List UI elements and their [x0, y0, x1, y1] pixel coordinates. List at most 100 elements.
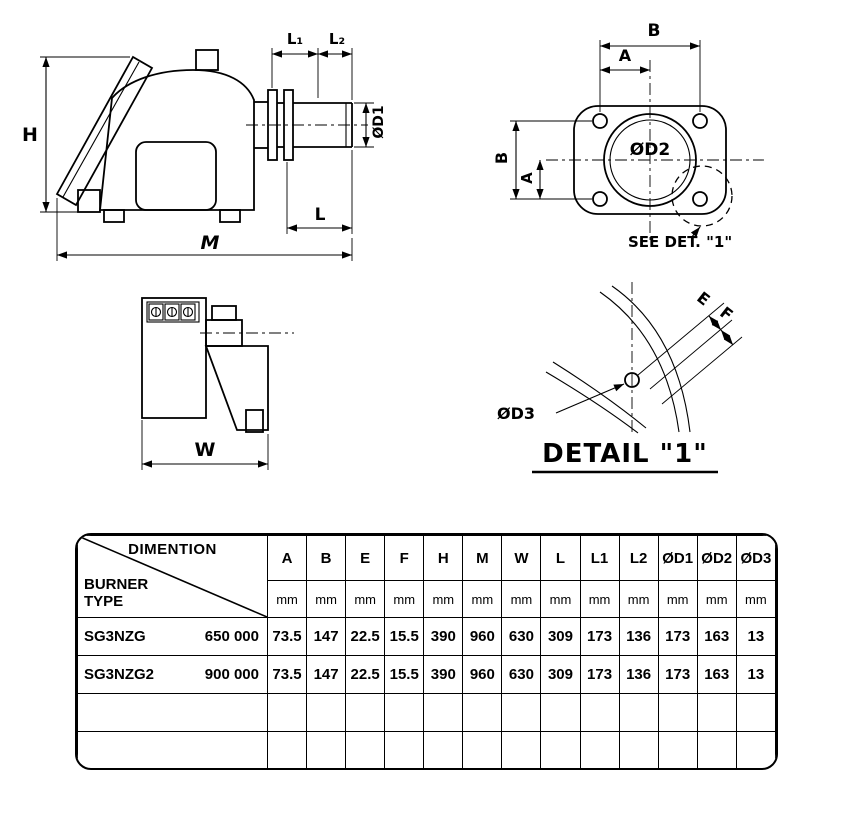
table-row: SG3NZG2 900 000 73.5 147 22.5 15.5 390 9… [77, 655, 776, 694]
detail-title: DETAIL "1" [542, 439, 708, 469]
burner-type-cell [77, 693, 268, 732]
unit-cell: mm [266, 580, 308, 618]
dim-label-e: E [693, 288, 713, 310]
hinge-bracket [77, 189, 101, 213]
tube-edge-arc [552, 361, 647, 429]
value-cell [540, 693, 581, 732]
dim-l: L [286, 150, 353, 234]
burner-type-cell [77, 731, 268, 768]
value-cell [696, 693, 737, 732]
value-cell [462, 693, 503, 732]
burner-type-cell: SG3NZG2 900 000 [77, 655, 268, 694]
side-view: H L₁ L₂ ØD1 L [22, 30, 387, 261]
bolt-hole [592, 113, 608, 129]
value-cell: 390 [423, 655, 464, 694]
value-cell [618, 731, 659, 768]
value-cell: 960 [462, 655, 503, 694]
hole-d3 [624, 372, 640, 388]
value-cell [501, 731, 542, 768]
column-header-a: A [266, 535, 308, 581]
value-cell [423, 693, 464, 732]
dim-label-m: M [201, 232, 220, 254]
unit-cell: mm [579, 580, 620, 618]
table-row: SG3NZG 650 000 73.5 147 22.5 15.5 390 96… [77, 617, 776, 656]
ignition-box [195, 49, 219, 71]
unit-cell: mm [306, 580, 347, 618]
burner-capacity: 650 000 [204, 628, 259, 645]
value-cell [696, 731, 737, 768]
detail-callout-leader [690, 226, 701, 239]
value-cell: 22.5 [345, 655, 386, 694]
unit-cell: mm [423, 580, 464, 618]
column-header-l: L [540, 535, 581, 581]
value-cell: 309 [540, 655, 581, 694]
value-cell: 13 [735, 617, 776, 656]
detail-callout-circle [671, 165, 733, 227]
dim-label-a-top: A [619, 46, 632, 65]
unit-cell: mm [657, 580, 698, 618]
foot-right [219, 209, 241, 223]
dim-label-b-top: B [648, 21, 661, 41]
dim-a-top: A [600, 46, 650, 74]
dim-b-left: B [492, 120, 592, 200]
fan-housing [135, 141, 217, 211]
value-cell [735, 731, 776, 768]
column-header-l2: L2 [618, 535, 659, 581]
dim-e-f: E F [637, 288, 743, 405]
unit-cell: mm [618, 580, 659, 618]
flange-front-view: ØD2 B A B A SEE DET. "1" [492, 21, 764, 251]
value-cell: 173 [657, 617, 698, 656]
dim-d3: ØD3 [497, 383, 625, 423]
value-cell [618, 693, 659, 732]
value-cell: 15.5 [384, 655, 425, 694]
flange-edge-arc [611, 285, 691, 433]
value-cell: 22.5 [345, 617, 386, 656]
value-cell: 73.5 [266, 617, 308, 656]
column-header-d2: ØD2 [696, 535, 737, 581]
bolt-hole [692, 191, 708, 207]
value-cell [579, 731, 620, 768]
dim-d1: ØD1 [354, 102, 387, 148]
dim-label-f: F [716, 303, 736, 325]
value-cell: 163 [696, 617, 737, 656]
unit-cell: mm [501, 580, 542, 618]
dim-a-left: A [518, 160, 544, 199]
dim-l1-l2: L₁ L₂ [271, 30, 353, 100]
value-cell [501, 693, 542, 732]
burner-body [98, 69, 255, 211]
value-cell [462, 731, 503, 768]
unit-row: mm mm mm mm mm mm mm mm mm mm mm mm mm [78, 580, 776, 618]
value-cell: 960 [462, 617, 503, 656]
see-detail-note: SEE DET. "1" [628, 233, 732, 251]
column-header-d3: ØD3 [735, 535, 776, 581]
table-row-empty [77, 731, 776, 768]
bolt-hole [592, 191, 608, 207]
unit-cell: mm [735, 580, 776, 618]
value-cell [384, 693, 425, 732]
value-cell [540, 731, 581, 768]
value-cell [579, 693, 620, 732]
corner-label-dimention: DIMENTION [128, 541, 217, 558]
column-header-b: B [306, 535, 347, 581]
dim-w: W [141, 420, 269, 470]
value-cell: 147 [306, 655, 347, 694]
value-cell: 136 [618, 617, 659, 656]
burner-capacity: 900 000 [204, 666, 259, 683]
detail-view: E F ØD3 DETAIL "1" [497, 282, 743, 474]
value-cell [657, 693, 698, 732]
cover-plate-inner-line [62, 61, 140, 198]
column-header-m: M [462, 535, 503, 581]
value-cell [266, 693, 308, 732]
column-header-f: F [384, 535, 425, 581]
header-row: DIMENTION BURNER TYPE A B E F H M W L L1… [77, 535, 776, 618]
value-cell [423, 731, 464, 768]
cover-plate [55, 55, 154, 207]
unit-cell: mm [384, 580, 425, 618]
column-header-l1: L1 [579, 535, 620, 581]
value-cell: 173 [579, 655, 620, 694]
dim-label-l1: L₁ [287, 30, 303, 48]
value-cell: 73.5 [266, 655, 308, 694]
value-cell: 13 [735, 655, 776, 694]
table-corner-cell: DIMENTION BURNER TYPE [77, 535, 268, 618]
value-cell [266, 731, 308, 768]
